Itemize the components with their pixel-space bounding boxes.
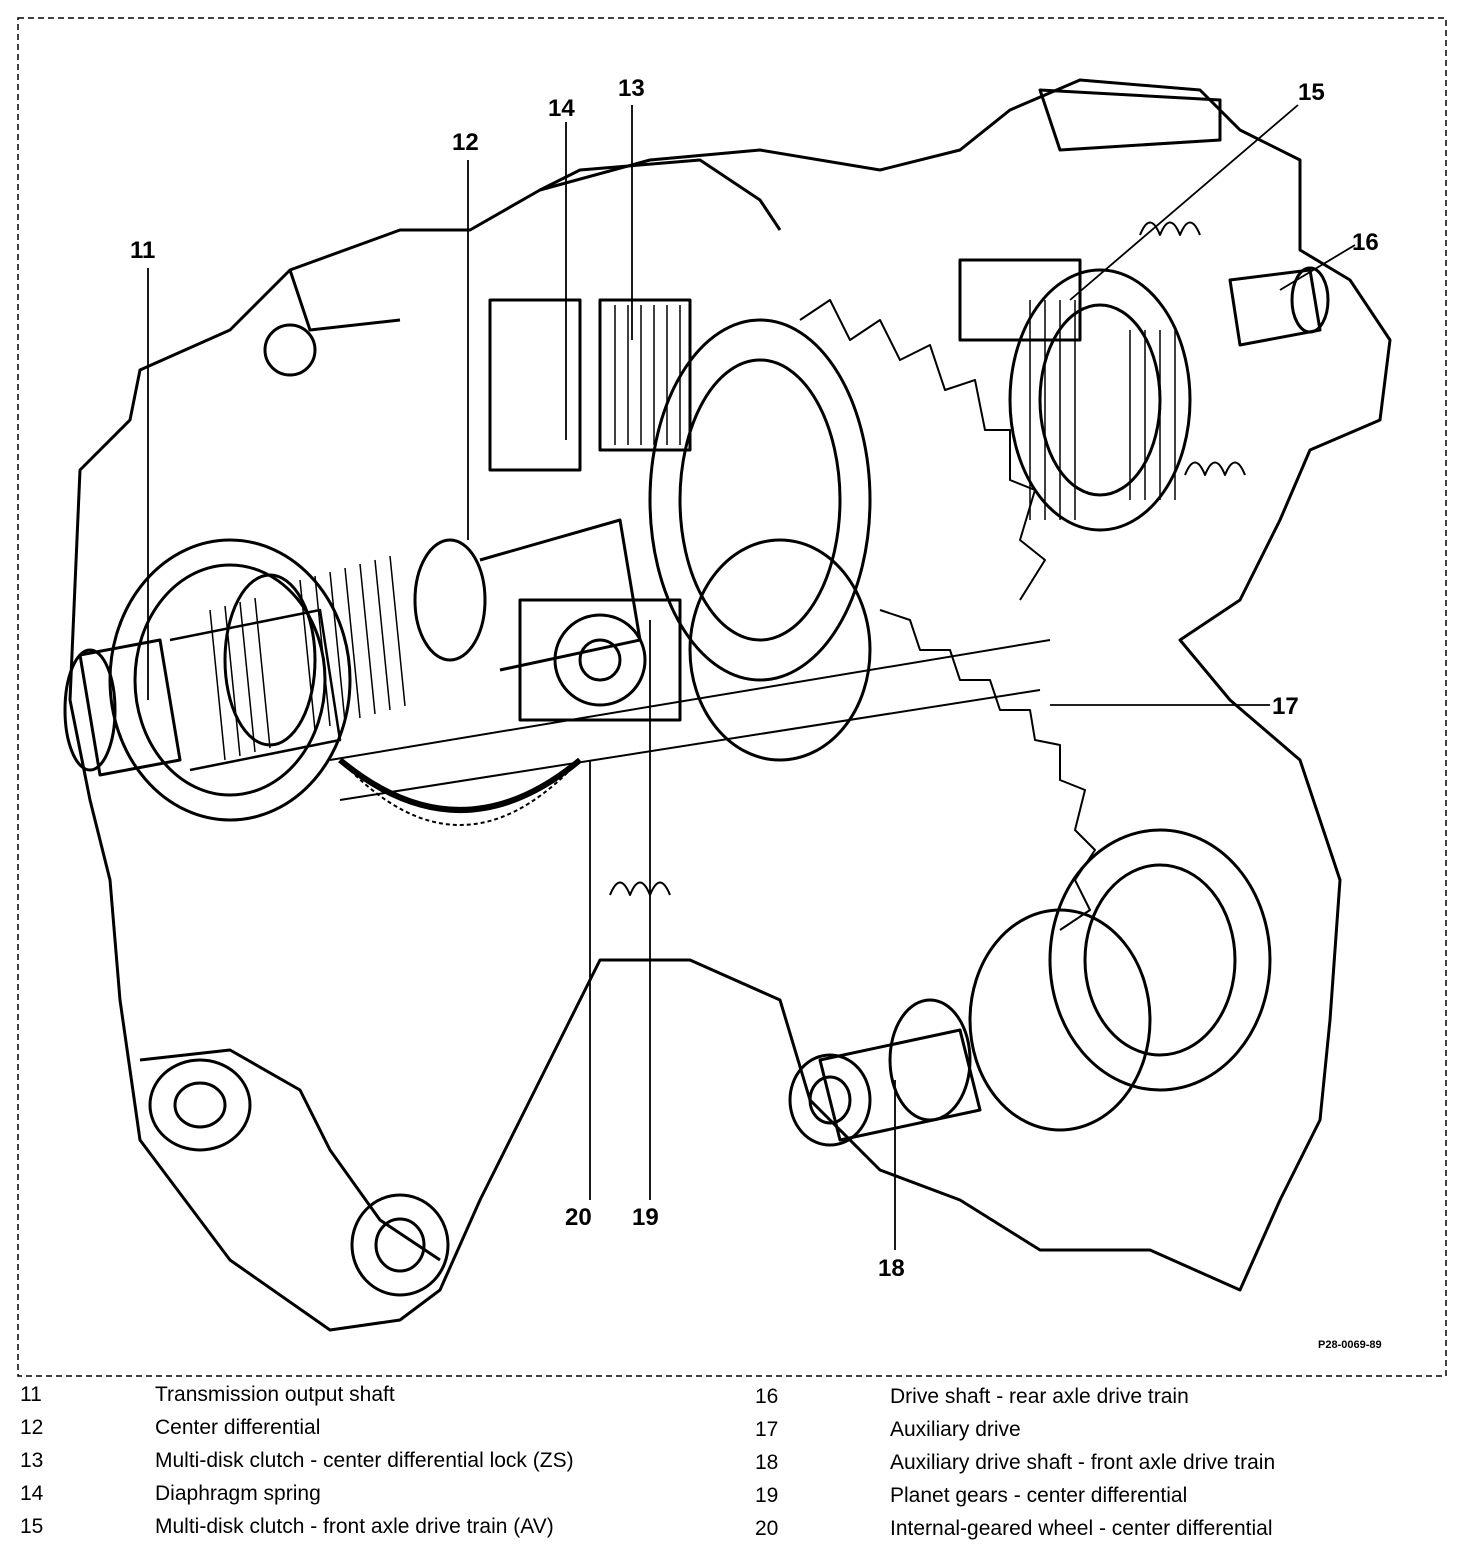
legend-number: 19 [755, 1484, 779, 1507]
legend-description: Transmission output shaft [155, 1383, 395, 1406]
figure-frame [17, 17, 1447, 1377]
figure-code: P28-0069-89 [1318, 1339, 1382, 1351]
legend-number: 11 [20, 1383, 42, 1406]
callout-18: 18 [878, 1255, 905, 1282]
legend-description: Internal-geared wheel - center different… [890, 1517, 1273, 1540]
callout-13: 13 [618, 75, 645, 102]
legend-description: Diaphragm spring [155, 1482, 321, 1505]
callout-11: 11 [130, 237, 155, 264]
transfer-case-illustration [63, 78, 1392, 1332]
legend-description: Multi-disk clutch - front axle drive tra… [155, 1515, 554, 1538]
legend-description: Drive shaft - rear axle drive train [890, 1385, 1189, 1408]
housing-outline [68, 78, 1392, 1332]
legend-description: Auxiliary drive [890, 1418, 1021, 1441]
legend-description: Center differential [155, 1416, 321, 1439]
legend-number: 20 [755, 1517, 779, 1540]
callout-15: 15 [1298, 79, 1325, 106]
callout-20: 20 [565, 1204, 592, 1231]
legend-number: 13 [20, 1449, 44, 1472]
legend-number: 12 [20, 1416, 44, 1439]
legend-description: Planet gears - center differential [890, 1484, 1188, 1507]
callout-16: 16 [1352, 229, 1379, 256]
legend-number: 18 [755, 1451, 779, 1474]
legend: 11 Transmission output shaft 12 Center d… [0, 1378, 1472, 1568]
transfer-case-cutaway-diagram: 11 12 13 14 15 16 17 18 19 20 P28-0069-8… [17, 17, 1447, 1377]
legend-number: 15 [20, 1515, 44, 1538]
legend-number: 16 [755, 1385, 779, 1408]
callout-leaders [147, 104, 1356, 1250]
legend-number: 14 [20, 1482, 44, 1505]
legend-description: Auxiliary drive shaft - front axle drive… [890, 1451, 1276, 1474]
callout-17: 17 [1272, 693, 1299, 720]
callout-19: 19 [632, 1204, 659, 1231]
callout-12: 12 [452, 129, 479, 156]
callout-14: 14 [548, 95, 575, 122]
legend-number: 17 [755, 1418, 779, 1441]
legend-description: Multi-disk clutch - center differential … [155, 1449, 574, 1472]
